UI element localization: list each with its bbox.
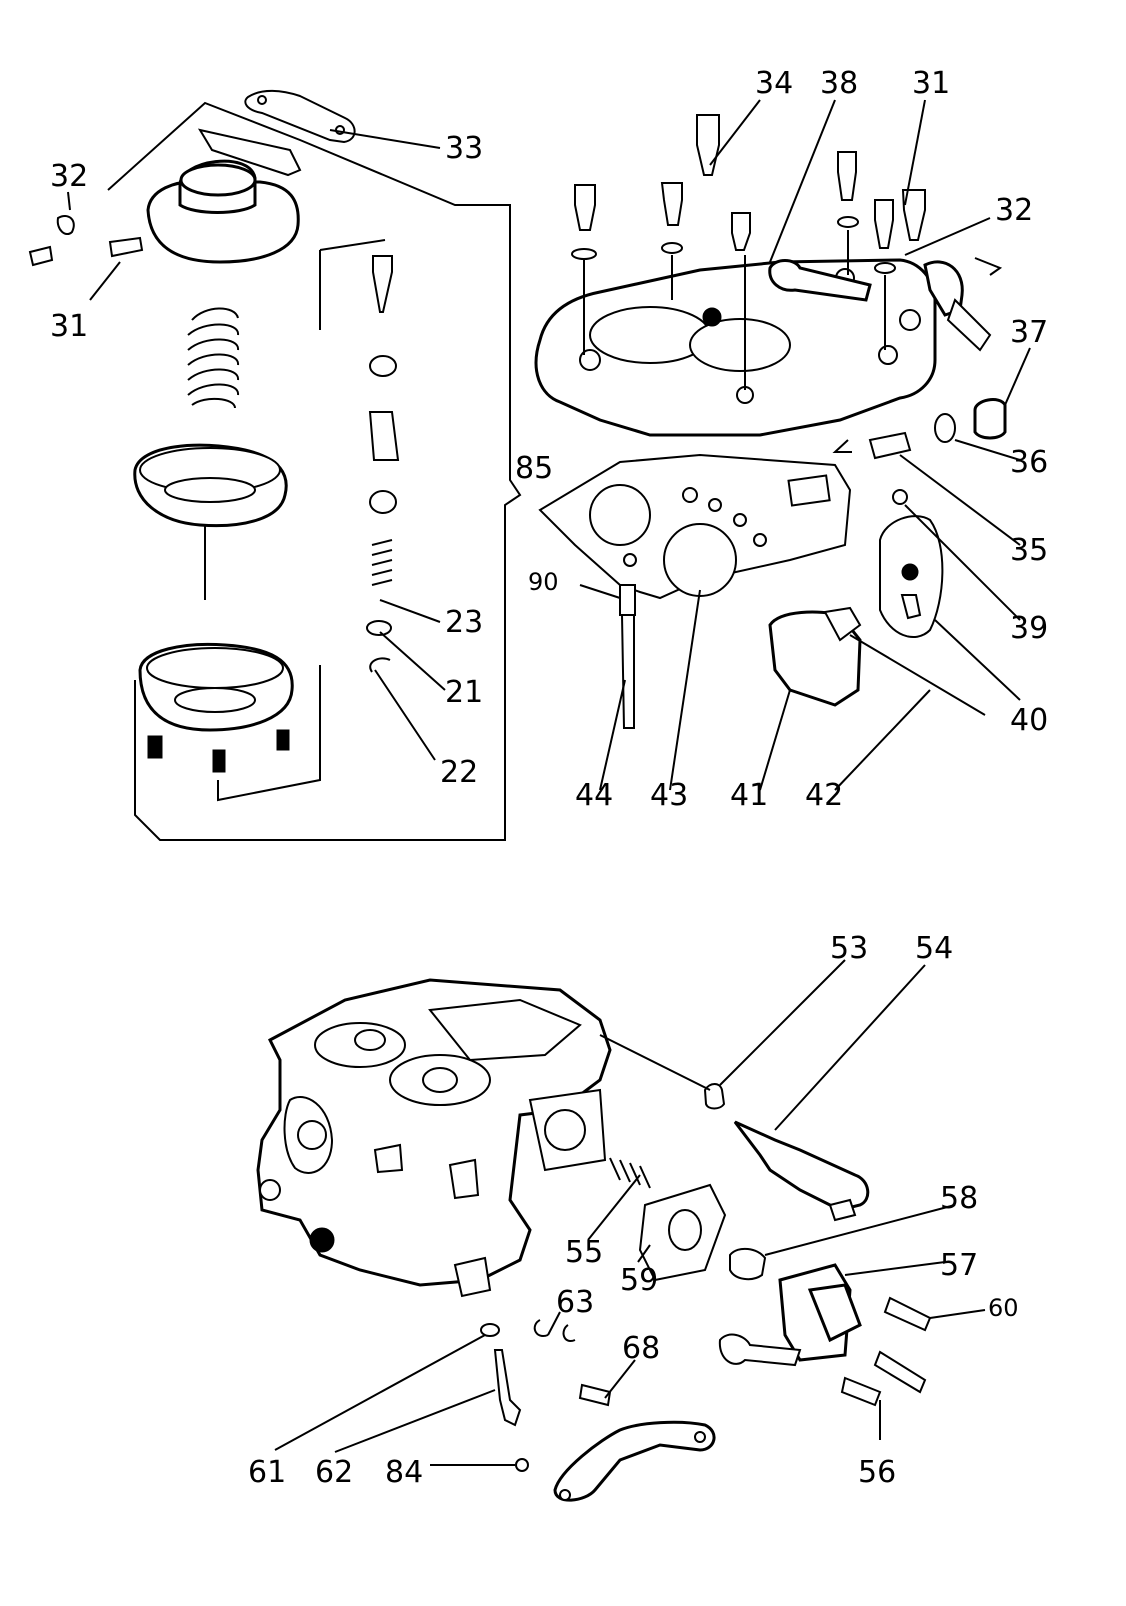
callout-62: 62 [315,1455,353,1490]
callout-42: 42 [805,778,843,813]
callout-85: 85 [515,451,553,486]
callout-44: 44 [575,778,613,813]
callout-22: 22 [440,755,478,790]
callout-32: 32 [50,159,88,194]
callout-84: 84 [385,1455,423,1490]
callout-40: 40 [1010,703,1048,738]
spring-part [187,307,239,409]
callout-labels: 31 32 33 23 21 22 85 34 38 31 32 37 36 3… [50,66,1048,1490]
callout-90: 90 [528,568,559,596]
callout-60: 60 [988,1294,1019,1322]
callout-34: 34 [755,66,793,101]
callout-37: 37 [1010,315,1048,350]
carburetor-top-group [534,114,1007,729]
diaphragm-housing-group [28,89,522,841]
part-54-solenoid [733,1120,870,1212]
callout-54: 54 [915,931,953,966]
carburetor-body-group [256,978,932,1502]
callout-41: 41 [730,778,768,813]
leader-lines [67,99,1031,1466]
callout-56: 56 [858,1455,896,1490]
callout-39: 39 [1010,611,1048,646]
callout-55: 55 [565,1235,603,1270]
callout-36: 36 [1010,445,1048,480]
callout-58: 58 [940,1181,978,1216]
callout-23: 23 [445,605,483,640]
callout-63: 63 [556,1285,594,1320]
callout-61: 61 [248,1455,286,1490]
callout-32: 32 [995,193,1033,228]
callout-31: 31 [912,66,950,101]
callout-43: 43 [650,778,688,813]
callout-21: 21 [445,675,483,710]
callout-38: 38 [820,66,858,101]
callout-53: 53 [830,931,868,966]
callout-31: 31 [50,309,88,344]
callout-57: 57 [940,1248,978,1283]
callout-33: 33 [445,131,483,166]
needle-screw [372,255,393,313]
callout-59: 59 [620,1263,658,1298]
callout-35: 35 [1010,533,1048,568]
callout-68: 68 [622,1331,660,1366]
